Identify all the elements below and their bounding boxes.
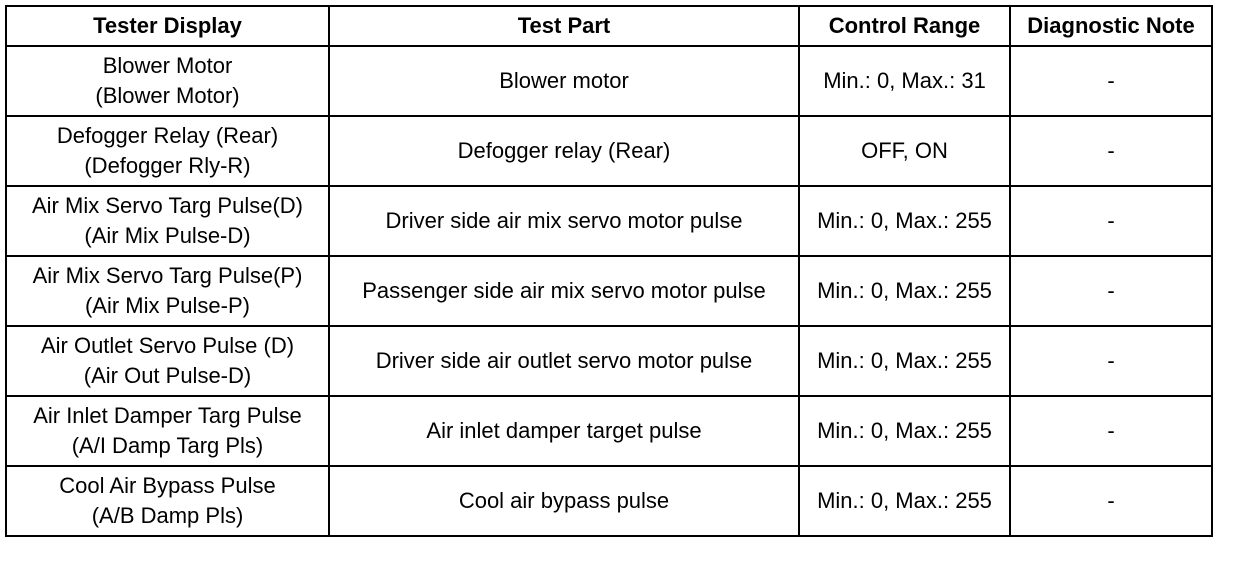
test-part-cell: Driver side air outlet servo motor pulse: [328, 325, 800, 397]
tester-display-abbrev: (Air Out Pulse-D): [83, 363, 252, 388]
test-part-cell: Defogger relay (Rear): [328, 115, 800, 187]
table-row: Blower Motor (Blower Motor) Blower motor…: [5, 45, 1213, 117]
table-header-row: Tester Display Test Part Control Range D…: [5, 5, 1213, 47]
header-test-part: Test Part: [328, 5, 800, 47]
tester-display-name: Cool Air Bypass Pulse: [59, 473, 276, 498]
table-row: Defogger Relay (Rear) (Defogger Rly-R) D…: [5, 115, 1213, 187]
tester-display-abbrev: (Air Mix Pulse-D): [84, 223, 251, 248]
tester-display-cell: Air Mix Servo Targ Pulse(D) (Air Mix Pul…: [5, 185, 330, 257]
table-row: Air Mix Servo Targ Pulse(P) (Air Mix Pul…: [5, 255, 1213, 327]
diagnostic-note-cell: -: [1009, 115, 1213, 187]
tester-display-name: Air Mix Servo Targ Pulse(P): [32, 263, 303, 288]
table-row: Air Inlet Damper Targ Pulse (A/I Damp Ta…: [5, 395, 1213, 467]
tester-display-name: Defogger Relay (Rear): [56, 123, 279, 148]
diagnostic-note-cell: -: [1009, 185, 1213, 257]
test-part-cell: Blower motor: [328, 45, 800, 117]
control-range-cell: Min.: 0, Max.: 31: [798, 45, 1011, 117]
test-part-cell: Passenger side air mix servo motor pulse: [328, 255, 800, 327]
tester-display-name: Air Inlet Damper Targ Pulse: [33, 403, 302, 428]
control-range-cell: Min.: 0, Max.: 255: [798, 465, 1011, 537]
control-range-cell: Min.: 0, Max.: 255: [798, 185, 1011, 257]
control-range-cell: Min.: 0, Max.: 255: [798, 325, 1011, 397]
diagnostic-note-cell: -: [1009, 395, 1213, 467]
tester-display-cell: Air Mix Servo Targ Pulse(P) (Air Mix Pul…: [5, 255, 330, 327]
header-control-range: Control Range: [798, 5, 1011, 47]
tester-display-abbrev: (A/I Damp Targ Pls): [71, 433, 264, 458]
test-part-cell: Air inlet damper target pulse: [328, 395, 800, 467]
tester-display-name: Air Outlet Servo Pulse (D): [40, 333, 295, 358]
control-range-cell: OFF, ON: [798, 115, 1011, 187]
tester-display-cell: Air Inlet Damper Targ Pulse (A/I Damp Ta…: [5, 395, 330, 467]
control-range-cell: Min.: 0, Max.: 255: [798, 395, 1011, 467]
table-row: Air Mix Servo Targ Pulse(D) (Air Mix Pul…: [5, 185, 1213, 257]
tester-display-abbrev: (Defogger Rly-R): [84, 153, 251, 178]
tester-display-cell: Defogger Relay (Rear) (Defogger Rly-R): [5, 115, 330, 187]
header-tester-display: Tester Display: [5, 5, 330, 47]
diagnostic-note-cell: -: [1009, 45, 1213, 117]
tester-display-name: Air Mix Servo Targ Pulse(D): [32, 193, 303, 218]
header-diagnostic-note: Diagnostic Note: [1009, 5, 1213, 47]
tester-display-cell: Blower Motor (Blower Motor): [5, 45, 330, 117]
diagnostic-note-cell: -: [1009, 325, 1213, 397]
data-list-table: Tester Display Test Part Control Range D…: [5, 5, 1213, 537]
tester-display-abbrev: (Air Mix Pulse-P): [84, 293, 250, 318]
test-part-cell: Cool air bypass pulse: [328, 465, 800, 537]
tester-display-abbrev: (Blower Motor): [95, 83, 240, 108]
tester-display-cell: Cool Air Bypass Pulse (A/B Damp Pls): [5, 465, 330, 537]
control-range-cell: Min.: 0, Max.: 255: [798, 255, 1011, 327]
diagnostic-note-cell: -: [1009, 465, 1213, 537]
diagnostic-note-cell: -: [1009, 255, 1213, 327]
table-row: Air Outlet Servo Pulse (D) (Air Out Puls…: [5, 325, 1213, 397]
test-part-cell: Driver side air mix servo motor pulse: [328, 185, 800, 257]
tester-display-name: Blower Motor: [102, 53, 233, 78]
table-row: Cool Air Bypass Pulse (A/B Damp Pls) Coo…: [5, 465, 1213, 537]
tester-display-abbrev: (A/B Damp Pls): [91, 503, 244, 528]
tester-display-cell: Air Outlet Servo Pulse (D) (Air Out Puls…: [5, 325, 330, 397]
